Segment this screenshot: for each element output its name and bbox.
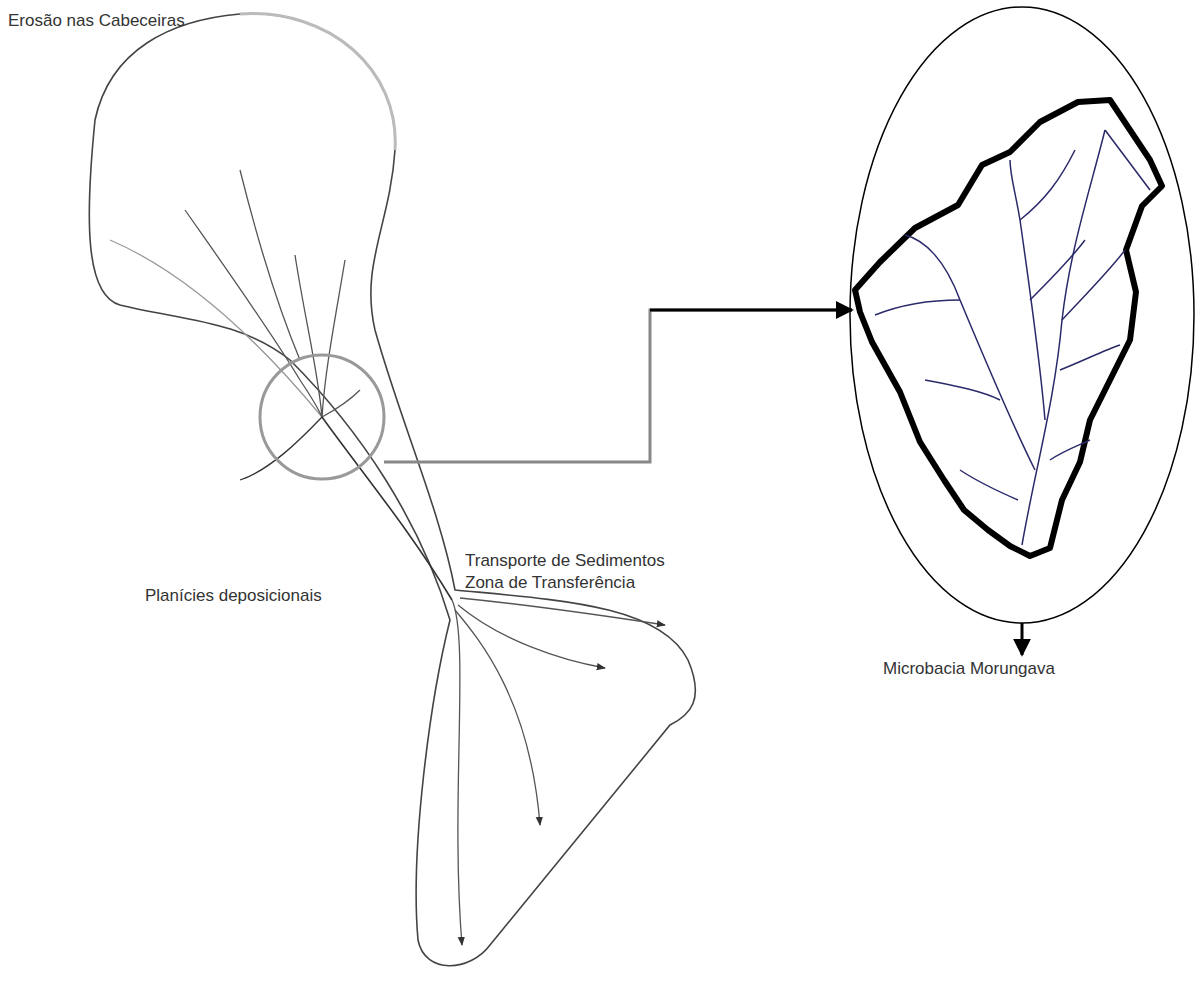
pointer-line	[384, 310, 852, 462]
basin-rim	[240, 14, 395, 150]
basin-outline	[89, 14, 695, 966]
focus-circle	[260, 355, 384, 479]
text-label: Planícies deposicionais	[145, 585, 385, 607]
microbasin-outline	[855, 100, 1162, 556]
down-arrow	[1021, 623, 1024, 655]
microbasin-streams	[875, 130, 1150, 545]
text-label: Microbacia Morungava	[883, 658, 1143, 680]
zoom-ellipse	[850, 7, 1194, 623]
text-label: Transporte de Sedimentos Zona de Transfe…	[465, 550, 687, 594]
pointer-arrow	[650, 309, 852, 312]
text-label: Erosão nas Cabeceiras	[8, 10, 268, 32]
